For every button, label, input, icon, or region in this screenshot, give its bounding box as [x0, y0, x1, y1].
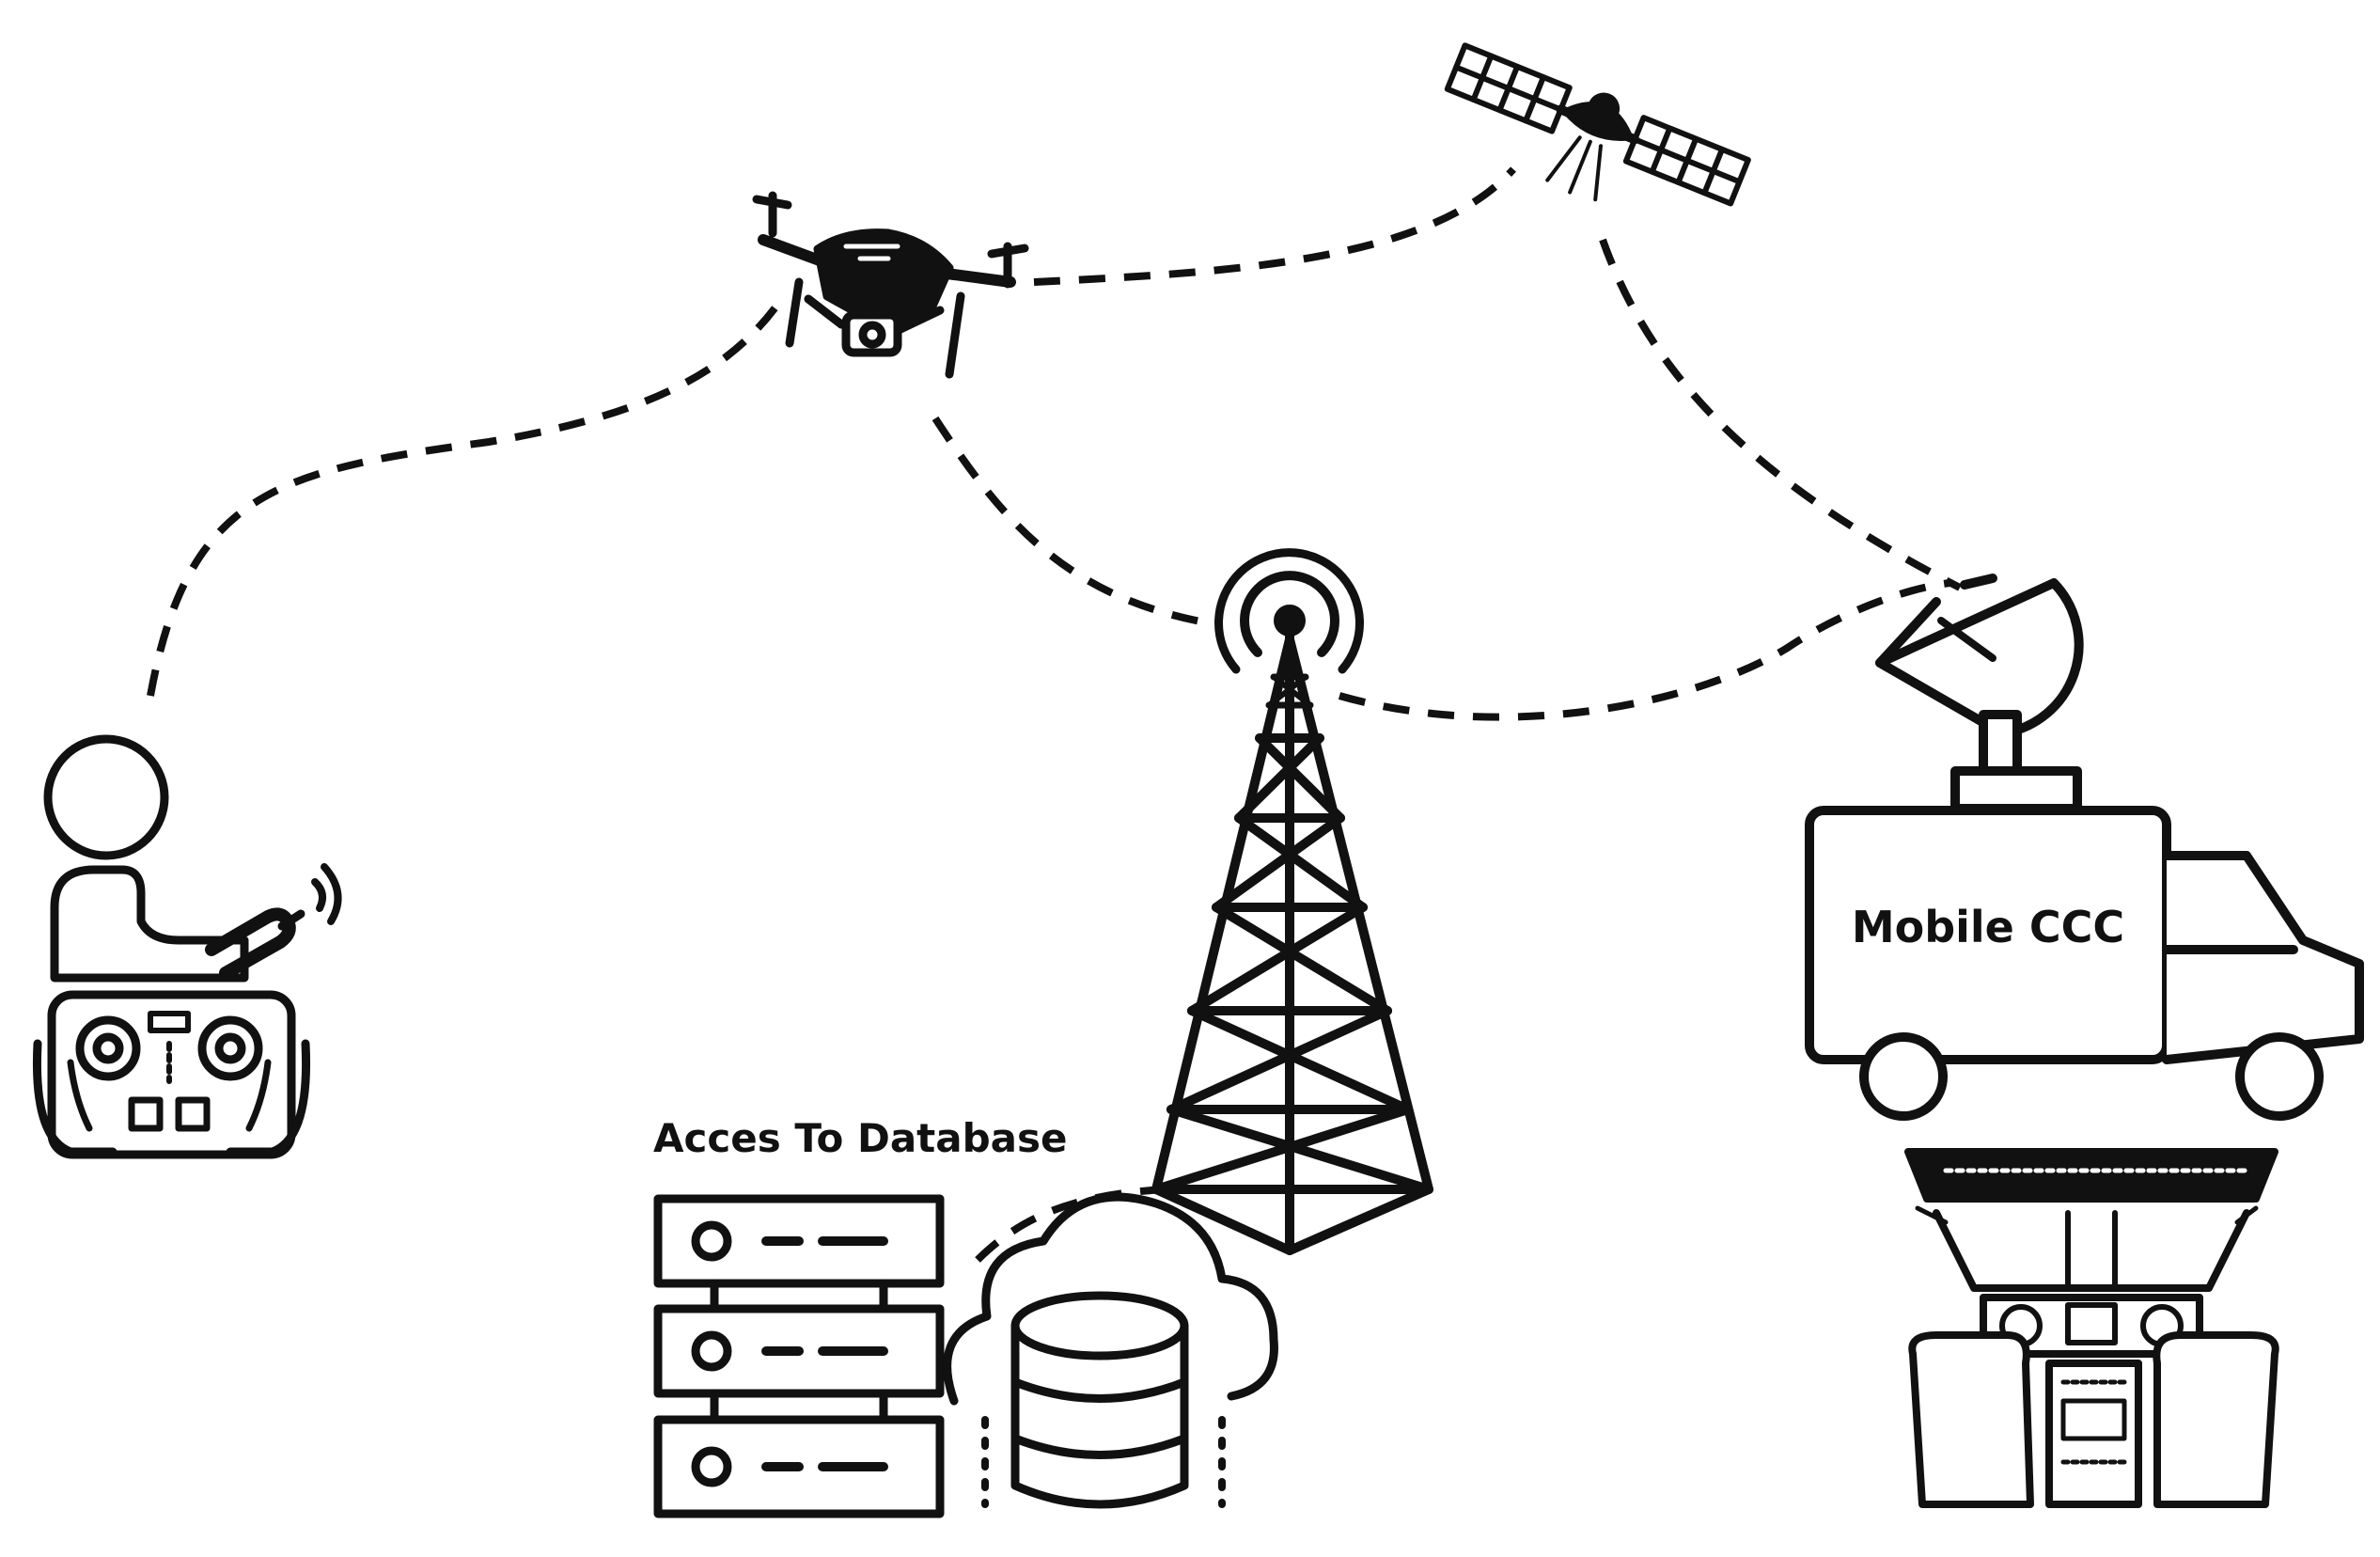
link-drone-tower [932, 416, 1223, 629]
server-rack-icon [653, 1194, 945, 1518]
database-label: Acces To Database [653, 1115, 1067, 1161]
cloud-database-icon [943, 1192, 1278, 1509]
drone-icon [752, 191, 1029, 379]
link-satellite-dish [1599, 238, 1962, 591]
link-database-tower [975, 1186, 1167, 1263]
truck-label: Mobile CCC [1852, 902, 2124, 952]
operator-with-controller-icon [32, 734, 342, 1159]
links [147, 166, 1962, 1263]
cockpit-icon [1904, 1148, 2279, 1508]
satellite-dish-truck-icon [1805, 574, 2364, 1121]
cell-tower-icon [1151, 548, 1433, 1255]
link-drone-satellite [1033, 166, 1516, 286]
link-operator-drone [147, 298, 784, 697]
satellite-icon [1444, 42, 1751, 207]
link-tower-dish [1338, 579, 1951, 721]
